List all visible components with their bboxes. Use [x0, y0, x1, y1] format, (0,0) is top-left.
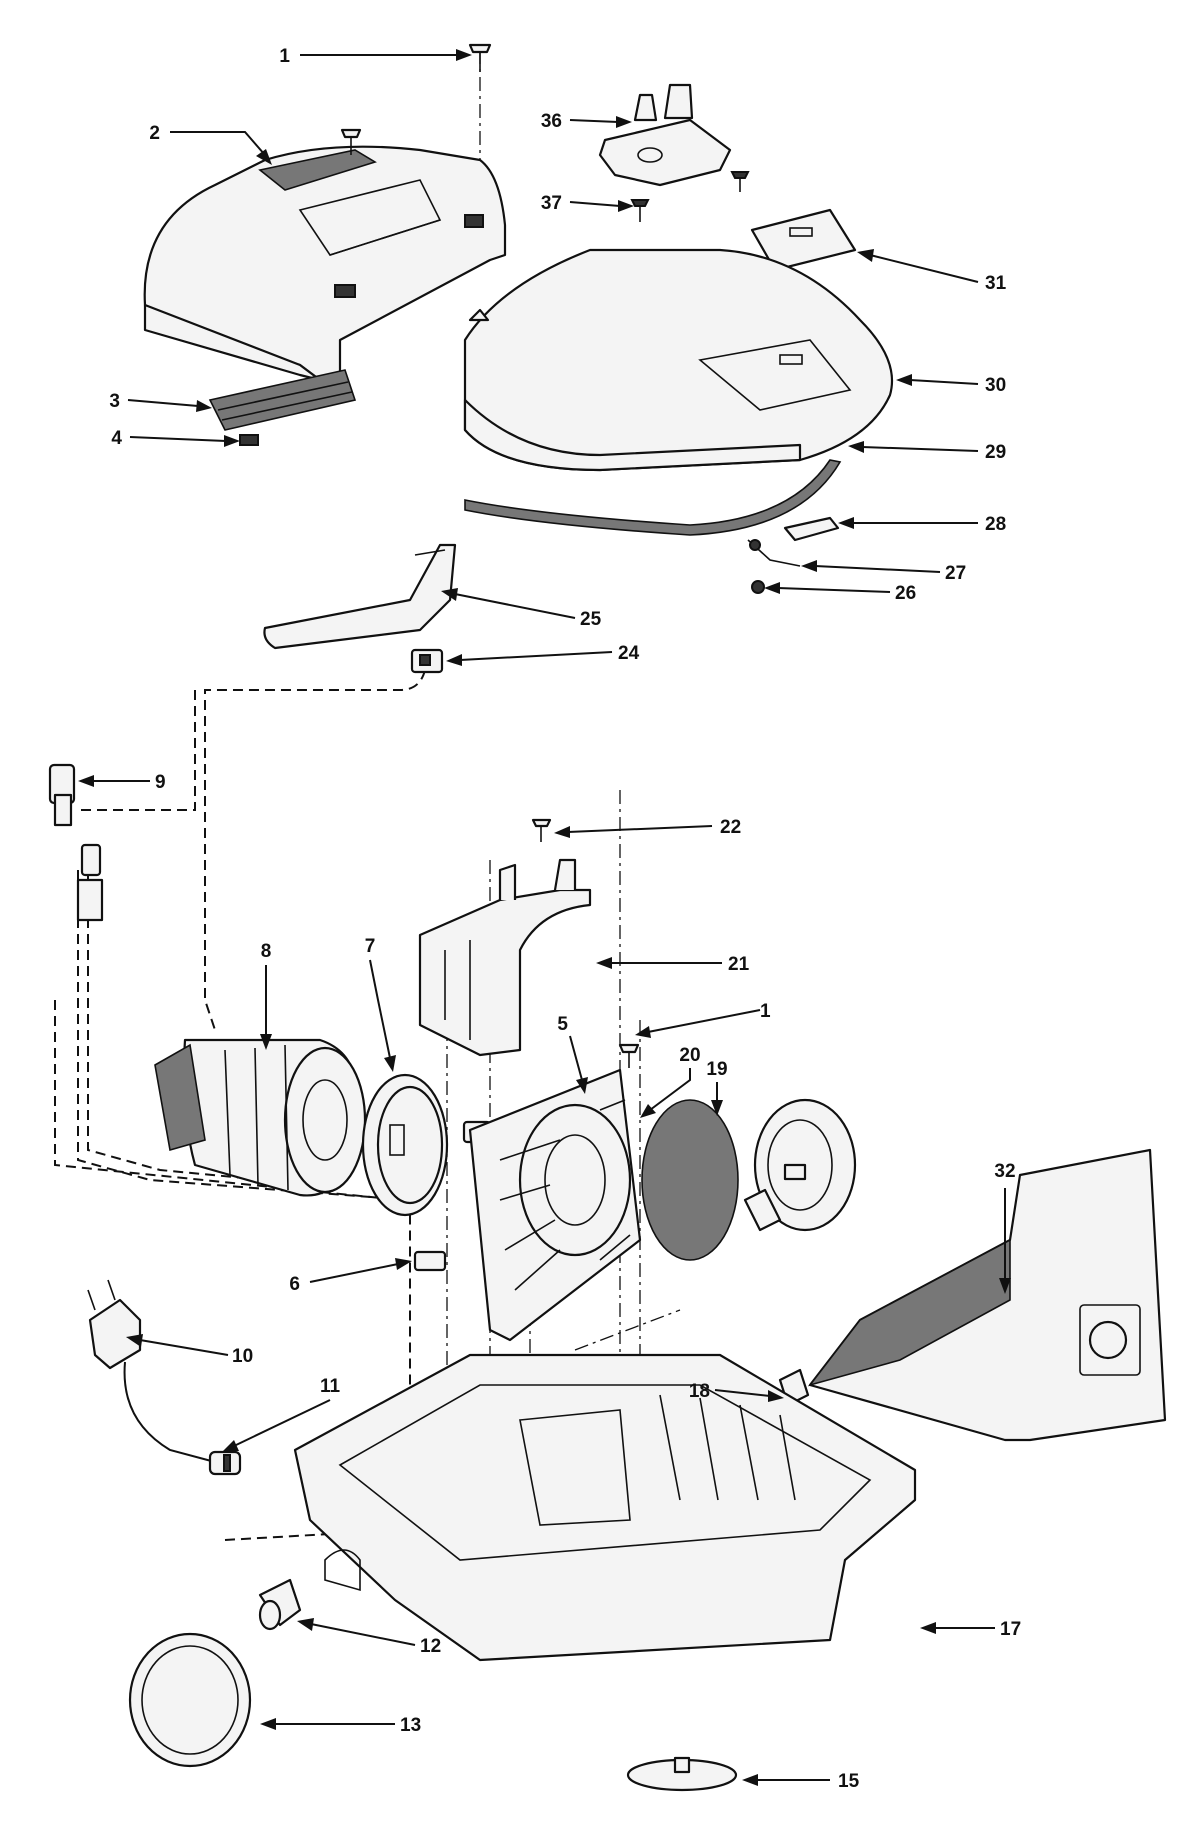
callout-28: 28	[985, 514, 1006, 535]
callout-7: 7	[365, 936, 376, 957]
part-6-block	[413, 1250, 447, 1272]
callout-25: 25	[580, 609, 602, 630]
callout-2: 2	[149, 123, 160, 144]
part-31-label-plate	[750, 208, 857, 272]
callout-labels: 1 1 2 3 4 5 6 7 8 9 10 11 12 13 15 17 18…	[109, 46, 1021, 1792]
callout-11: 11	[320, 1376, 341, 1397]
part-4-clip	[239, 434, 259, 446]
part-8-motor	[154, 1038, 367, 1197]
part-9-connector	[48, 763, 76, 827]
part-2-upper-hood	[143, 145, 507, 382]
callout-15: 15	[838, 1771, 860, 1792]
part-29-gasket	[464, 459, 842, 536]
part-3-filter-pad	[208, 369, 357, 431]
callout-30: 30	[985, 375, 1006, 396]
callout-20: 20	[679, 1045, 700, 1066]
callout-26: 26	[895, 583, 916, 604]
callout-4: 4	[111, 428, 122, 449]
part-22-screw	[531, 818, 552, 842]
part-26-screw	[751, 580, 765, 594]
callout-22: 22	[720, 817, 741, 838]
callout-17: 17	[1000, 1619, 1021, 1640]
part-30-main-cover	[463, 248, 894, 472]
callout-27: 27	[945, 563, 966, 584]
terminal-connector	[76, 843, 104, 922]
part-24-switch	[410, 648, 444, 674]
hook-screw	[730, 171, 750, 192]
part-1-screw-top	[468, 43, 492, 72]
callout-19: 19	[706, 1059, 727, 1080]
part-36-cord-hook	[598, 83, 732, 187]
hood-screw	[340, 128, 362, 155]
callout-36: 36	[541, 111, 562, 132]
callout-9: 9	[155, 772, 166, 793]
callout-5: 5	[557, 1014, 568, 1035]
callout-29: 29	[985, 442, 1006, 463]
part-27-spring	[747, 539, 801, 567]
part-37-screw	[630, 199, 650, 222]
part-13-wheel	[128, 1632, 252, 1768]
part-10-power-cord	[87, 1279, 216, 1463]
wiring-harness	[54, 669, 426, 1560]
callout-32: 32	[994, 1161, 1015, 1182]
leader-arrows	[78, 49, 1011, 1786]
part-20-end-cap	[743, 1098, 857, 1232]
callout-12: 12	[420, 1636, 441, 1657]
part-1-screw-bracket	[618, 1043, 640, 1068]
callout-37: 37	[541, 193, 562, 214]
part-11-strain-relief	[208, 1450, 242, 1476]
part-21-motor-bracket	[418, 858, 592, 1057]
part-5-fan-housing	[468, 1068, 642, 1342]
callout-13: 13	[400, 1715, 421, 1736]
callout-18: 18	[689, 1381, 710, 1402]
callout-1: 1	[760, 1001, 771, 1022]
callout-1: 1	[279, 46, 290, 67]
callout-10: 10	[232, 1346, 253, 1367]
callout-8: 8	[261, 941, 272, 962]
callout-31: 31	[985, 273, 1007, 294]
part-32-dust-bag	[807, 1148, 1167, 1442]
callout-24: 24	[618, 643, 640, 664]
part-25-handle-trim	[263, 543, 457, 650]
part-15-caster	[626, 1756, 738, 1792]
part-28-latch	[783, 516, 840, 542]
callout-21: 21	[728, 954, 750, 975]
part-12-axle	[258, 1578, 302, 1631]
part-17-base	[293, 1353, 917, 1662]
callout-3: 3	[109, 391, 120, 412]
part-19-filter-disc	[641, 1099, 739, 1261]
callout-6: 6	[289, 1274, 300, 1295]
part-7-motor-ring	[361, 1073, 449, 1217]
